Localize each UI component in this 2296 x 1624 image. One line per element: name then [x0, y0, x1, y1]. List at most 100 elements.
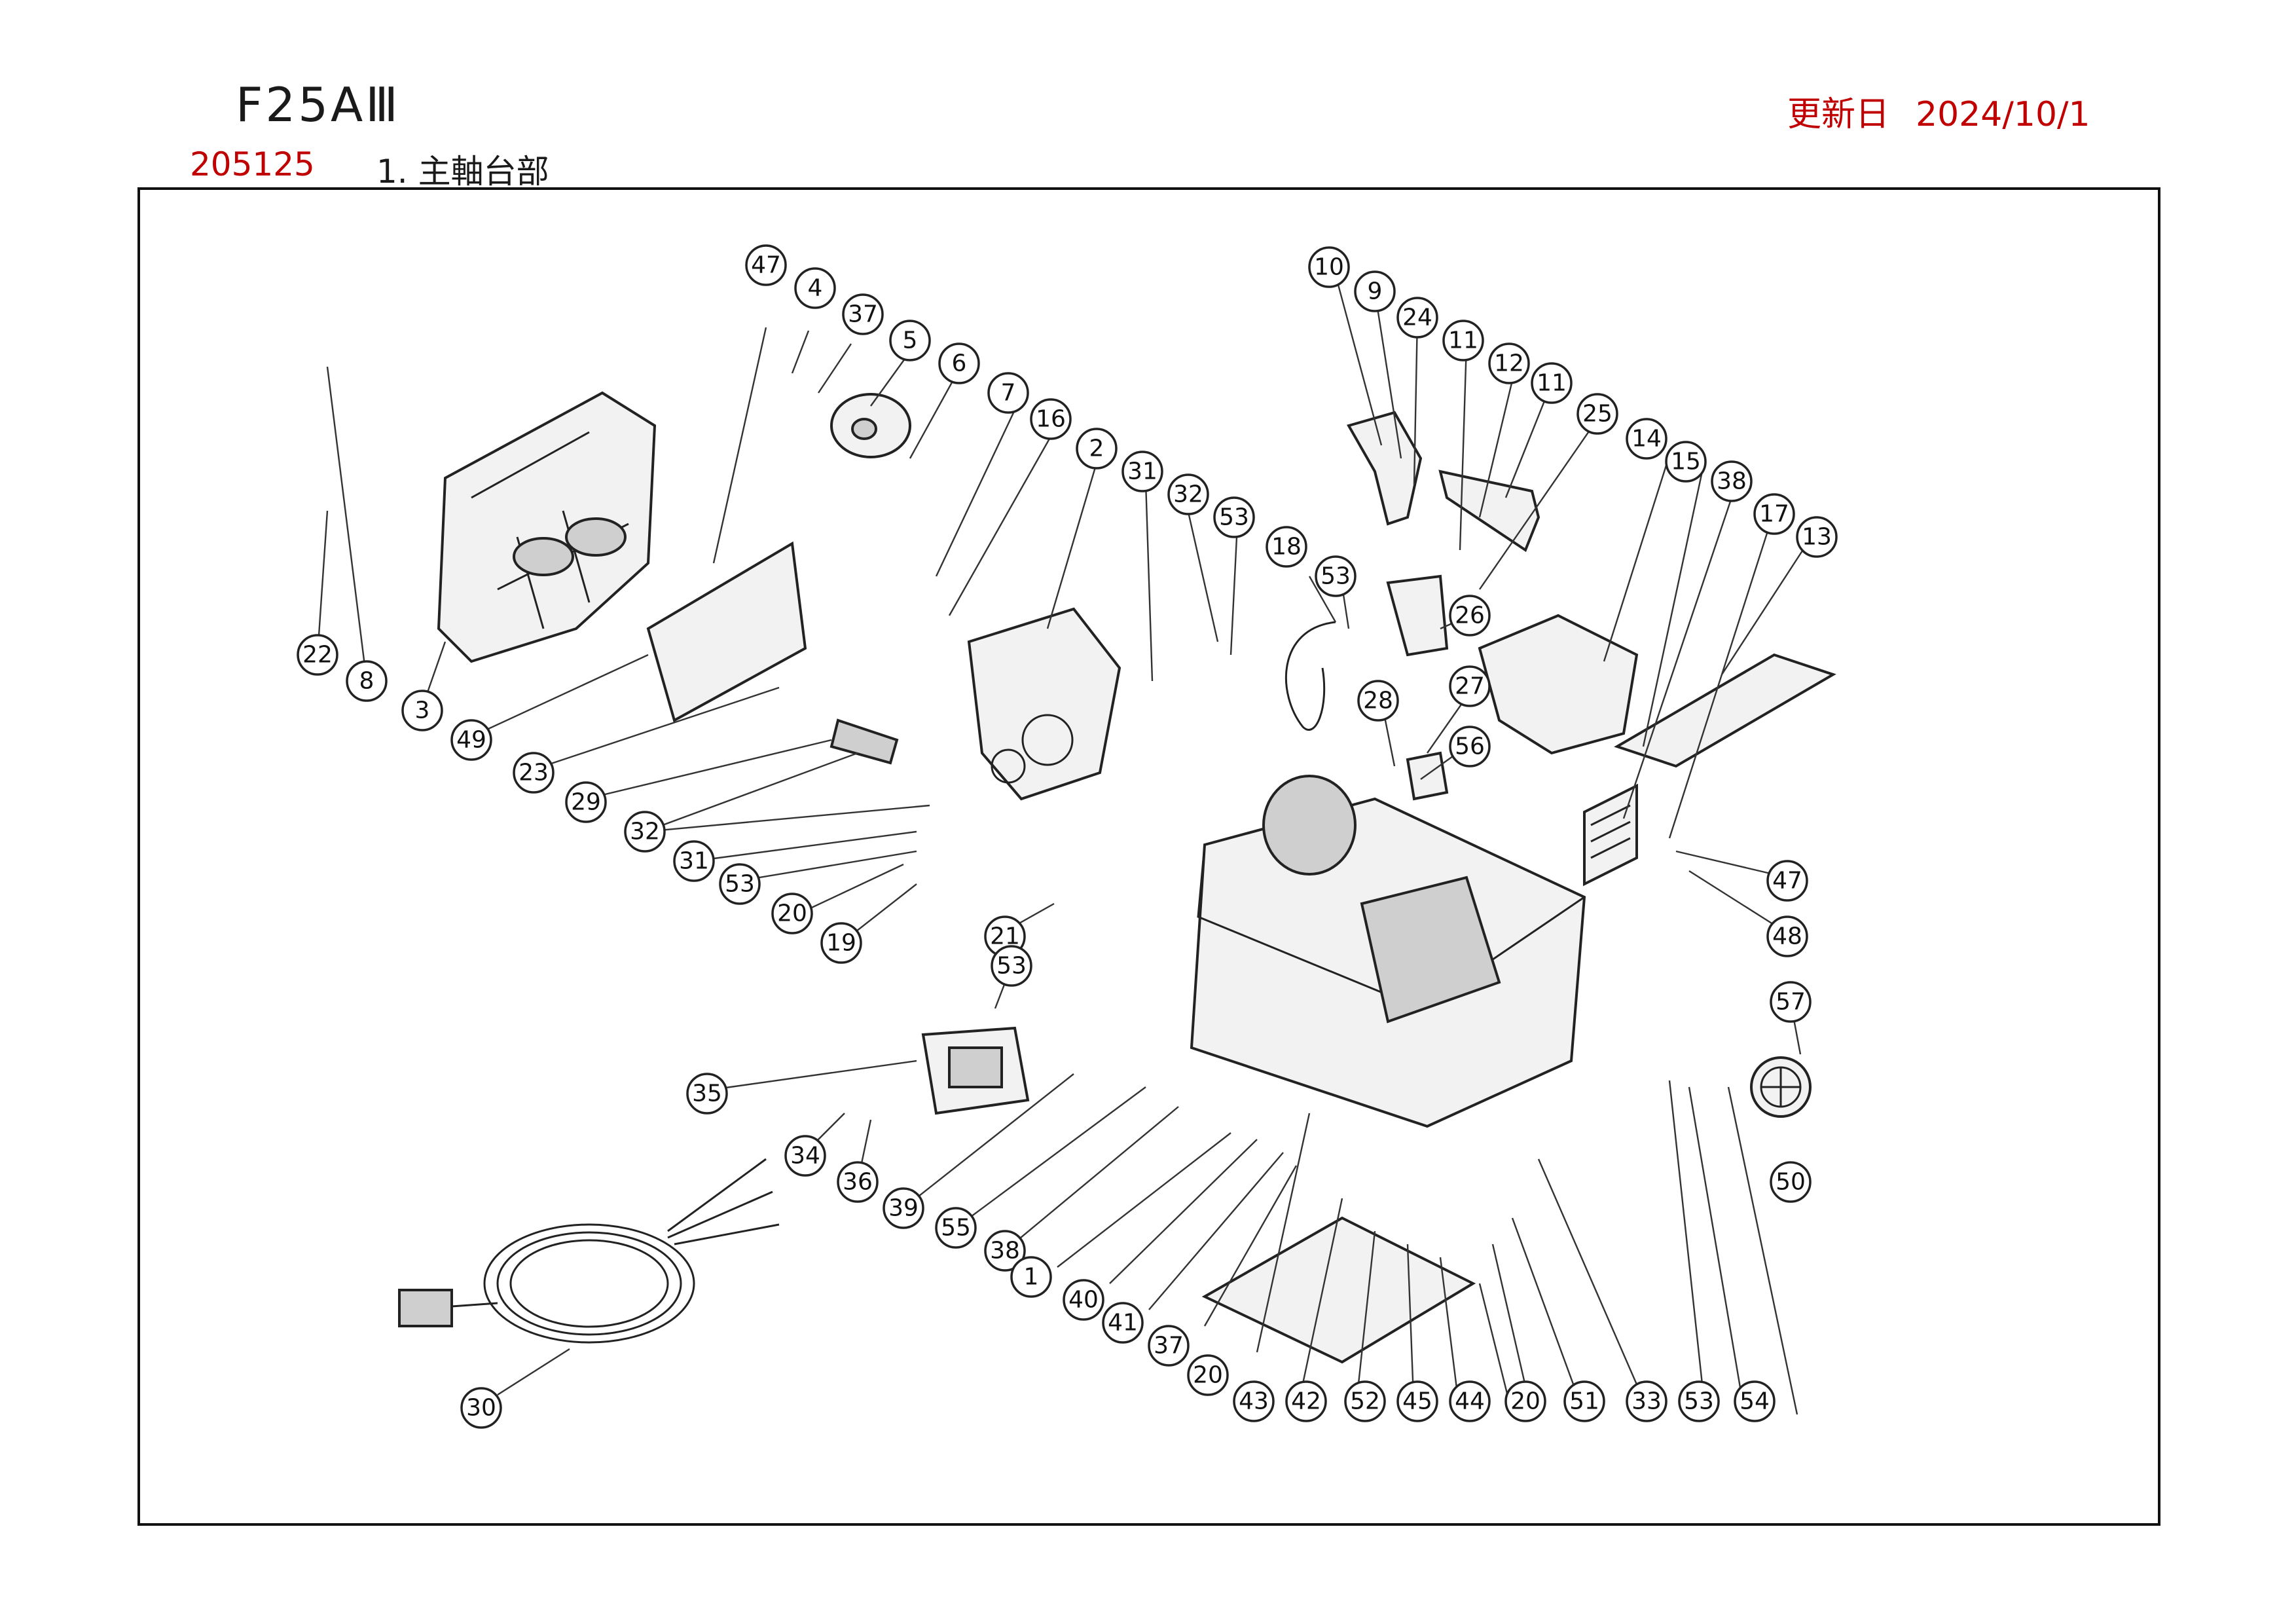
- callout-label: 17: [1759, 501, 1789, 528]
- updated-date: 2024/10/1: [1916, 95, 2090, 134]
- callout-label: 28: [1363, 688, 1393, 714]
- callout-31: 31: [673, 840, 715, 882]
- callout-label: 48: [1772, 923, 1802, 950]
- callout-label: 53: [1219, 504, 1249, 531]
- callout-label: 50: [1776, 1169, 1806, 1196]
- callout-label: 4: [808, 275, 823, 302]
- callout-20: 20: [1504, 1380, 1546, 1422]
- callout-balloons: 4743756716231325318531092411121125141538…: [297, 244, 1838, 1429]
- callout-18: 18: [1266, 526, 1307, 568]
- callout-label: 38: [990, 1238, 1020, 1264]
- shield-plate-part: [646, 541, 807, 722]
- callout-label: 40: [1068, 1287, 1099, 1314]
- callout-26: 26: [1449, 595, 1491, 637]
- callout-22: 22: [297, 634, 338, 676]
- callout-label: 34: [790, 1143, 820, 1170]
- diagram-frame: [137, 187, 2160, 1526]
- leader-lines: [316, 274, 1815, 1415]
- callout-47: 47: [745, 244, 787, 286]
- callout-label: 47: [1772, 868, 1802, 895]
- callout-label: 13: [1802, 524, 1832, 551]
- callout-label: 41: [1108, 1310, 1138, 1337]
- callout-label: 43: [1239, 1388, 1269, 1415]
- bracket-part: [1406, 751, 1449, 801]
- callout-19: 19: [820, 922, 862, 964]
- callout-label: 45: [1402, 1388, 1432, 1415]
- callout-label: 53: [725, 871, 755, 898]
- callout-53: 53: [719, 863, 761, 905]
- callout-16: 16: [1030, 398, 1072, 440]
- callout-label: 11: [1448, 327, 1478, 354]
- callout-1: 1: [1010, 1256, 1052, 1298]
- callout-3: 3: [401, 690, 443, 731]
- callout-4: 4: [794, 267, 836, 309]
- callout-label: 29: [571, 789, 601, 816]
- callout-label: 53: [996, 953, 1027, 980]
- callout-label: 5: [903, 327, 918, 354]
- callout-label: 32: [1173, 481, 1203, 508]
- pipe-part: [829, 718, 899, 765]
- callout-53: 53: [1315, 555, 1357, 597]
- callout-label: 15: [1671, 449, 1701, 475]
- callout-label: 54: [1740, 1388, 1770, 1415]
- callout-55: 55: [935, 1207, 977, 1249]
- callout-52: 52: [1344, 1380, 1386, 1422]
- callout-label: 51: [1569, 1388, 1599, 1415]
- bottom-plate-part: [1201, 1216, 1476, 1364]
- callout-label: 16: [1036, 406, 1066, 433]
- vent-grille-part: [1583, 783, 1638, 887]
- callout-label: 7: [1001, 380, 1016, 407]
- model-title: F25AⅢ: [236, 77, 401, 132]
- callout-28: 28: [1357, 680, 1399, 722]
- callout-label: 56: [1455, 733, 1485, 760]
- callout-48: 48: [1766, 915, 1808, 957]
- callout-label: 22: [302, 642, 333, 669]
- callout-label: 39: [888, 1195, 919, 1222]
- callout-24: 24: [1396, 297, 1438, 339]
- callout-37: 37: [1148, 1325, 1190, 1367]
- callout-53: 53: [991, 945, 1032, 987]
- motor-cover-part: [437, 391, 657, 663]
- callout-38: 38: [984, 1230, 1026, 1272]
- callout-35: 35: [686, 1073, 728, 1115]
- callout-23: 23: [513, 752, 555, 794]
- grip-part: [1438, 470, 1540, 553]
- callout-label: 31: [1127, 458, 1157, 485]
- callout-47: 47: [1766, 860, 1808, 902]
- callout-label: 31: [679, 848, 709, 875]
- callout-37: 37: [842, 293, 884, 335]
- callout-label: 1: [1024, 1264, 1039, 1291]
- callout-15: 15: [1665, 441, 1707, 483]
- callout-50: 50: [1770, 1161, 1812, 1203]
- callout-label: 47: [751, 252, 781, 279]
- callout-label: 53: [1321, 563, 1351, 590]
- callout-7: 7: [987, 372, 1029, 414]
- callout-54: 54: [1734, 1380, 1776, 1422]
- power-cord-part: [398, 1158, 780, 1344]
- hose-part: [1285, 621, 1336, 731]
- callout-label: 6: [952, 350, 967, 377]
- callout-27: 27: [1449, 665, 1491, 707]
- callout-label: 14: [1631, 426, 1662, 452]
- cutting-block-part: [1386, 574, 1449, 657]
- callout-8: 8: [346, 660, 388, 702]
- callout-49: 49: [450, 719, 492, 761]
- callout-45: 45: [1396, 1380, 1438, 1422]
- callout-38: 38: [1711, 460, 1753, 502]
- callout-label: 23: [519, 760, 549, 786]
- callout-10: 10: [1308, 246, 1350, 288]
- callout-label: 10: [1314, 254, 1344, 281]
- callout-33: 33: [1626, 1380, 1667, 1422]
- callout-5: 5: [889, 320, 931, 361]
- top-plate-part: [1614, 653, 1836, 768]
- callout-40: 40: [1063, 1279, 1104, 1321]
- callout-32: 32: [1167, 473, 1209, 515]
- callout-label: 24: [1402, 304, 1432, 331]
- callout-36: 36: [837, 1161, 879, 1203]
- callout-label: 53: [1684, 1388, 1714, 1415]
- callout-label: 37: [1154, 1333, 1184, 1359]
- callout-6: 6: [938, 342, 980, 384]
- callout-label: 21: [990, 923, 1020, 950]
